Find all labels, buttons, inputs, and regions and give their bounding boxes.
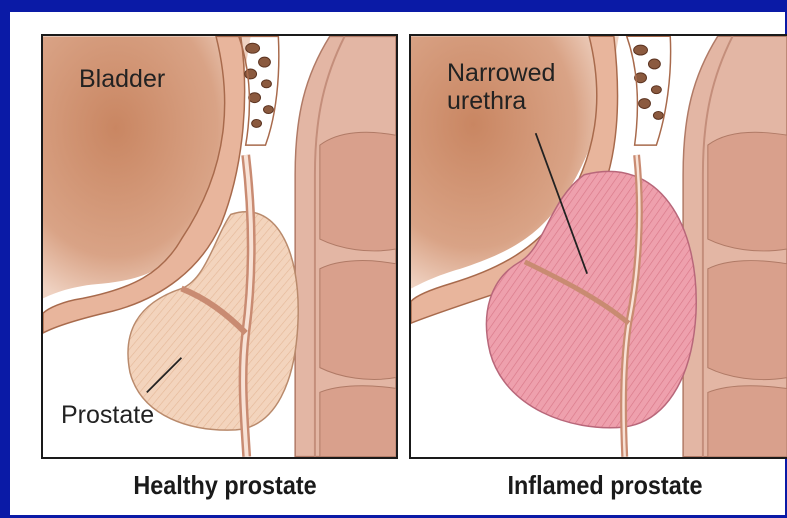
healthy-prostate-panel: Bladder Prostate	[41, 34, 398, 459]
narrowed-urethra-label-line1: Narrowed	[447, 60, 555, 88]
healthy-prostate-illustration	[43, 36, 396, 457]
slide: Bladder Prostate	[10, 12, 785, 515]
narrowed-urethra-label-line2: urethra	[447, 88, 526, 116]
bladder-label: Bladder	[79, 66, 165, 94]
prostate-label: Prostate	[61, 402, 154, 430]
inflamed-prostate-caption: Inflamed prostate	[466, 470, 745, 501]
healthy-prostate-caption: Healthy prostate	[104, 470, 347, 501]
inflamed-prostate-panel: Narrowed urethra	[409, 34, 787, 459]
